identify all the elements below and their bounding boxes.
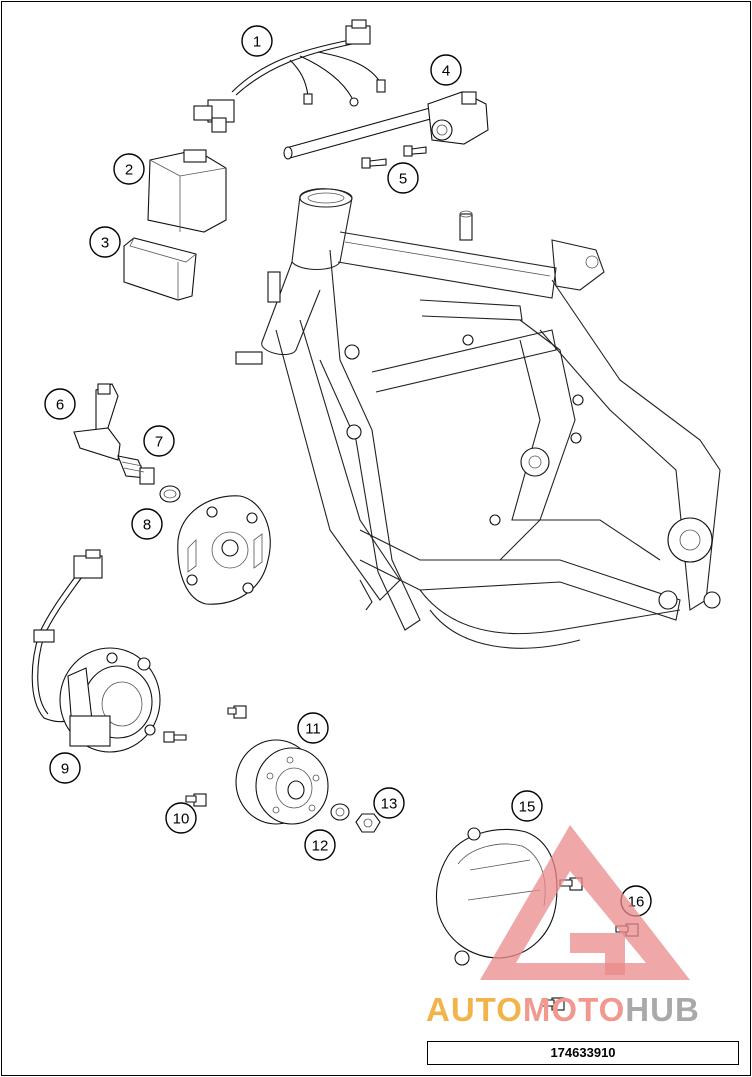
svg-text:13: 13 <box>381 796 398 813</box>
flywheel-nut <box>355 813 381 833</box>
wiring-harness <box>193 19 386 133</box>
ignition-coil <box>283 91 489 160</box>
callout-8: 8 <box>131 508 163 540</box>
svg-text:7: 7 <box>155 434 163 451</box>
svg-text:3: 3 <box>101 235 109 252</box>
svg-text:6: 6 <box>56 397 64 414</box>
callout-6: 6 <box>44 388 76 420</box>
svg-text:4: 4 <box>442 63 450 80</box>
svg-text:16: 16 <box>628 894 645 911</box>
callout-2: 2 <box>113 153 145 185</box>
spark-plug-connector <box>73 383 121 461</box>
flywheel-washer <box>330 803 350 821</box>
rubber-sleeve <box>123 237 197 301</box>
spark-plug <box>117 455 155 485</box>
motorcycle-frame <box>235 188 721 649</box>
callout-4: 4 <box>430 54 462 86</box>
svg-text:2: 2 <box>125 162 133 179</box>
coil-mounting-screws <box>361 145 427 169</box>
svg-text:10: 10 <box>173 811 190 828</box>
callout-9: 9 <box>49 752 81 784</box>
callout-1: 1 <box>241 25 273 57</box>
ignition-cover <box>435 827 558 966</box>
callout-13: 13 <box>373 787 405 819</box>
cylinder-head <box>177 495 271 605</box>
svg-text:12: 12 <box>312 838 329 855</box>
stator-with-pickup <box>31 549 161 753</box>
cdi-control-unit <box>147 149 227 233</box>
svg-text:1: 1 <box>253 34 261 51</box>
callout-3: 3 <box>89 226 121 258</box>
callout-16: 16 <box>620 885 652 917</box>
callout-5: 5 <box>387 162 419 194</box>
callout-7: 7 <box>143 425 175 457</box>
callout-12: 12 <box>304 829 336 861</box>
svg-text:15: 15 <box>519 799 536 816</box>
callout-11: 11 <box>297 712 329 744</box>
callout-10: 10 <box>165 802 197 834</box>
diagram-code-label: 174633910 <box>427 1041 739 1065</box>
sealing-ring <box>159 485 181 503</box>
flywheel-rotor <box>235 739 329 825</box>
stator-screws <box>163 705 247 807</box>
svg-text:8: 8 <box>143 517 151 534</box>
callout-15: 15 <box>511 790 543 822</box>
svg-text:9: 9 <box>61 761 69 778</box>
svg-text:5: 5 <box>399 171 407 188</box>
svg-text:11: 11 <box>305 721 321 738</box>
